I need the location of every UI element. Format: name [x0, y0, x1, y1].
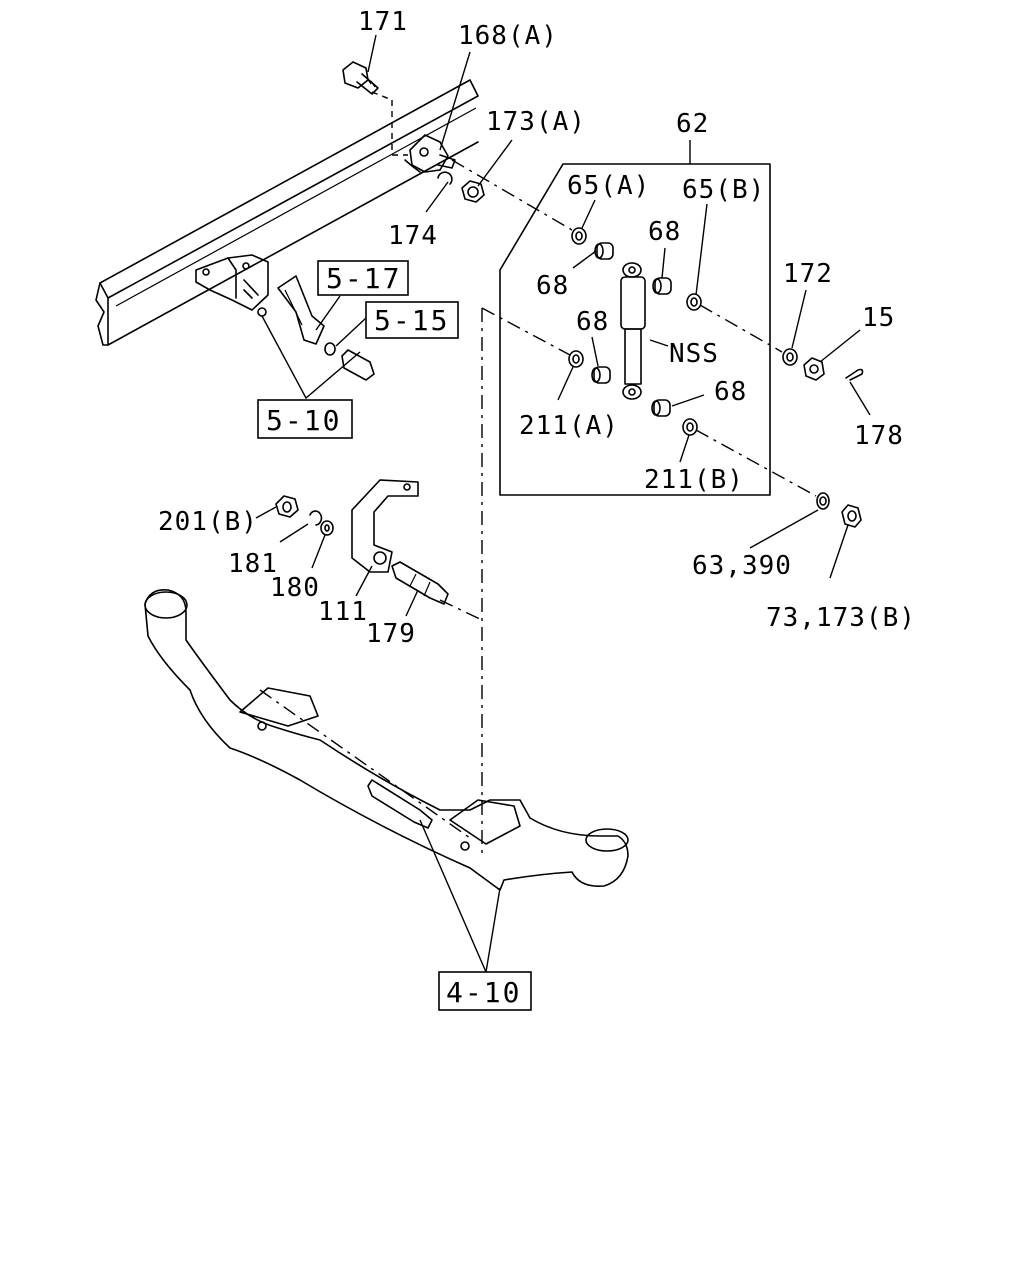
bushing-68-lower-left — [591, 366, 611, 384]
frame-lower-bracket — [195, 254, 269, 317]
ref-4-10[interactable]: 4-10 — [438, 971, 532, 1011]
pin-179 — [391, 561, 449, 605]
callout-65a: 65(A) — [567, 171, 650, 201]
cotter-pin-178 — [845, 368, 864, 381]
callout-73-173b: 73,173(B) — [766, 603, 916, 633]
callout-181: 181 — [228, 549, 278, 579]
callout-178: 178 — [854, 421, 904, 451]
callout-68-upper-right: 68 — [648, 217, 681, 247]
nut-173a — [461, 180, 485, 203]
callout-211a: 211(A) — [519, 411, 619, 441]
ref-5-10[interactable]: 5-10 — [257, 399, 353, 439]
shock-absorber-group-frame — [499, 163, 771, 496]
callout-180: 180 — [270, 573, 320, 603]
callout-172: 172 — [783, 259, 833, 289]
callout-15: 15 — [862, 303, 895, 333]
ref-4-10-label: 4-10 — [446, 976, 521, 1009]
ref-5-10-label: 5-10 — [266, 404, 341, 437]
callout-179: 179 — [366, 619, 416, 649]
nut-201b — [275, 495, 299, 518]
callout-68-upper-left: 68 — [536, 271, 569, 301]
castle-nut-15 — [803, 357, 825, 381]
callout-173a: 173(A) — [486, 107, 586, 137]
shock-absorber — [620, 262, 646, 400]
callout-labels: 171 168(A) 173(A) 62 65(A) 65(B) 174 68 … — [158, 7, 916, 649]
bracket-111 — [351, 479, 419, 573]
callout-111: 111 — [318, 597, 368, 627]
callout-68-lower-right: 68 — [714, 377, 747, 407]
upper-shock-bracket — [404, 134, 456, 173]
bushing-68-lower-right — [651, 399, 671, 417]
callout-63-390: 63,390 — [692, 551, 792, 581]
ref-5-17-label: 5-17 — [326, 262, 401, 295]
circlip-174 — [437, 171, 453, 185]
bushing-68-upper-right — [652, 277, 672, 295]
washer-180 — [320, 520, 334, 536]
washer-211b — [682, 418, 698, 436]
ref-5-15-label: 5-15 — [374, 304, 449, 337]
bushing-68-upper-left — [594, 242, 614, 260]
front-axle — [144, 588, 629, 891]
callout-68-lower-left: 68 — [576, 307, 609, 337]
washer-63-390 — [816, 492, 830, 510]
callout-62: 62 — [676, 109, 709, 139]
callout-211b: 211(B) — [644, 465, 744, 495]
washer-65b — [686, 293, 702, 311]
callout-nss: NSS — [669, 339, 719, 369]
washer-65a — [571, 227, 587, 245]
callout-65b: 65(B) — [682, 175, 765, 205]
bolt-5-15 — [324, 342, 375, 381]
callout-174: 174 — [388, 221, 438, 251]
nut-73-173b — [841, 504, 862, 528]
bolt-171 — [342, 61, 379, 95]
spring-stopper-5-17 — [277, 275, 325, 345]
callout-201b: 201(B) — [158, 507, 258, 537]
callout-168a: 168(A) — [458, 21, 558, 51]
ref-5-15[interactable]: 5-15 — [365, 301, 459, 339]
ref-5-17[interactable]: 5-17 — [317, 260, 409, 296]
washer-172 — [782, 348, 798, 366]
frame-rail — [95, 79, 479, 346]
washer-211a — [568, 350, 584, 368]
lock-washer-181 — [309, 510, 323, 526]
callout-171: 171 — [358, 7, 408, 37]
